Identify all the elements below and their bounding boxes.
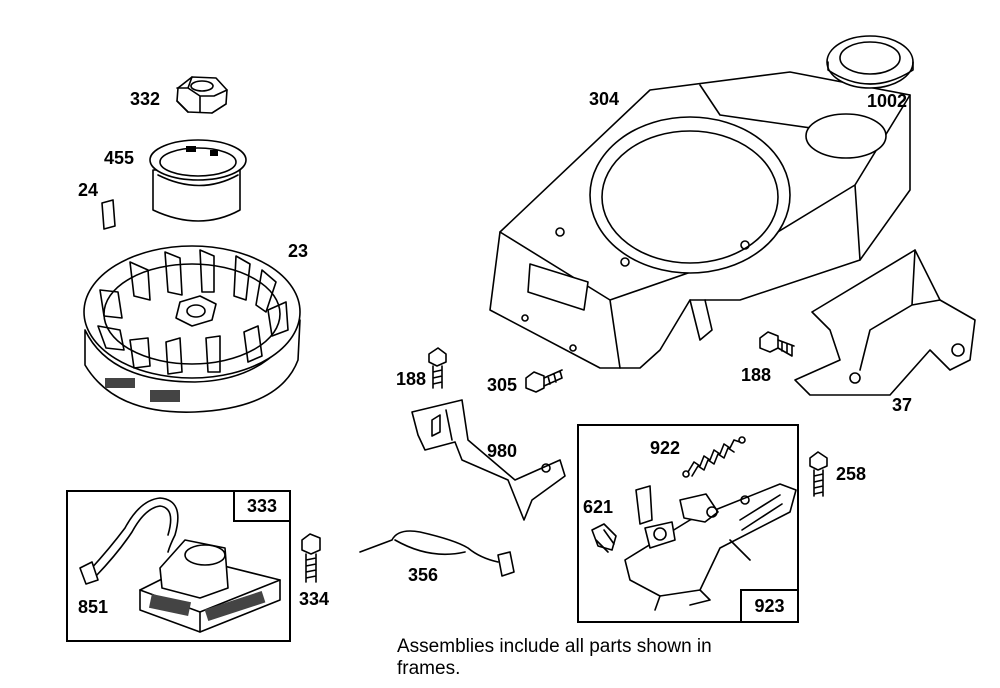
callout-621: 621 (583, 497, 614, 517)
callout-980: 980 (487, 441, 518, 461)
ignition-frame-tag: 333 (233, 490, 291, 522)
ignition-armature-drawing (79, 497, 281, 633)
screw-305-drawing (525, 369, 563, 393)
callout-304: 304 (589, 89, 620, 109)
callout-922: 922 (650, 438, 681, 458)
screw-188-right-drawing (759, 331, 795, 357)
callout-188-right: 188 (741, 365, 772, 385)
callout-332: 332 (130, 89, 161, 109)
screw-334-drawing (301, 533, 321, 583)
air-guide-drawing (794, 249, 976, 396)
flywheel-cup-drawing (149, 139, 247, 222)
screw-258-drawing (809, 451, 828, 497)
callout-851: 851 (78, 597, 109, 617)
flywheel-drawing (83, 245, 301, 413)
callout-188-left: 188 (396, 369, 427, 389)
blower-housing-drawing (489, 71, 911, 369)
bracket-980-drawing (411, 399, 566, 521)
hex-nut-drawing (176, 76, 228, 114)
callout-24: 24 (78, 180, 99, 200)
callout-258: 258 (836, 464, 867, 484)
frames-note: Assemblies include all parts shown in fr… (397, 636, 712, 679)
callout-305: 305 (487, 375, 518, 395)
callout-23: 23 (288, 241, 309, 261)
ground-wire-drawing (359, 530, 515, 577)
governor-frame-tag: 923 (740, 589, 799, 623)
callout-37: 37 (892, 395, 913, 415)
callout-455: 455 (104, 148, 135, 168)
callout-1002: 1002 (867, 91, 908, 111)
flywheel-key-drawing (101, 199, 116, 230)
screw-188-left-drawing (428, 347, 447, 389)
callout-356: 356 (408, 565, 439, 585)
grommet-drawing (826, 35, 914, 89)
governor-frame (577, 424, 799, 623)
ignition-frame (66, 490, 291, 642)
callout-334: 334 (299, 589, 330, 609)
governor-assembly-drawing (591, 483, 797, 611)
governor-spring-drawing (682, 436, 746, 478)
